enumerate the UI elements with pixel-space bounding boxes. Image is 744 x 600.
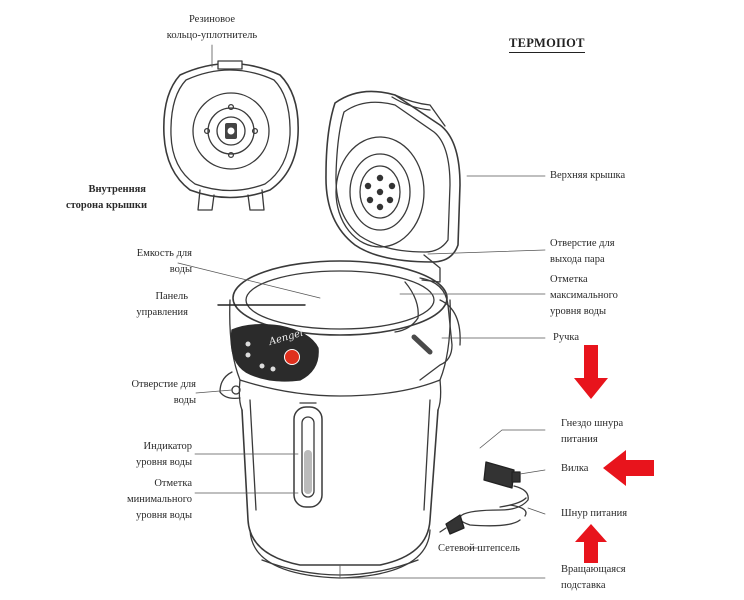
pot-body <box>219 260 461 579</box>
inset-caption: Внутренняя сторона крышки <box>66 184 147 211</box>
power-cord-assembly <box>439 461 529 535</box>
label-rotating-base: Вращающаяся подставка <box>561 564 626 591</box>
label-control-panel: Панель управления <box>136 291 188 318</box>
leader-lines <box>177 44 546 579</box>
label-top-lid: Верхняя крышка <box>550 170 626 181</box>
arrow-up-icon <box>575 524 607 563</box>
label-max-mark: Отметка максимального уровня воды <box>550 274 618 317</box>
page-title: ТЕРМОПОТ <box>509 36 585 53</box>
label-power-cord: Шнур питания <box>561 508 628 519</box>
label-water-tank: Емкость для воды <box>136 248 192 275</box>
water-level-window <box>293 402 323 508</box>
open-lid <box>325 90 461 283</box>
control-panel <box>230 324 319 382</box>
arrow-left-icon <box>603 450 654 486</box>
label-handle: Ручка <box>553 332 579 343</box>
label-seal-ring: Резиновое кольцо-уплотнитель <box>166 14 258 41</box>
label-water-outlet: Отверстие для воды <box>131 379 196 406</box>
inner-lid-inset <box>163 60 299 211</box>
label-plug: Вилка <box>561 463 589 474</box>
label-steam-hole: Отверстие для выхода пара <box>550 238 615 265</box>
label-min-mark: Отметка минимального уровня воды <box>126 478 192 521</box>
label-mains-plug: Сетевой штепсель <box>438 543 520 554</box>
red-arrows <box>574 345 654 563</box>
label-level-indicator: Индикатор уровня воды <box>135 441 192 468</box>
label-cord-socket: Гнездо шнура питания <box>561 418 624 445</box>
arrow-down-icon <box>574 345 608 399</box>
